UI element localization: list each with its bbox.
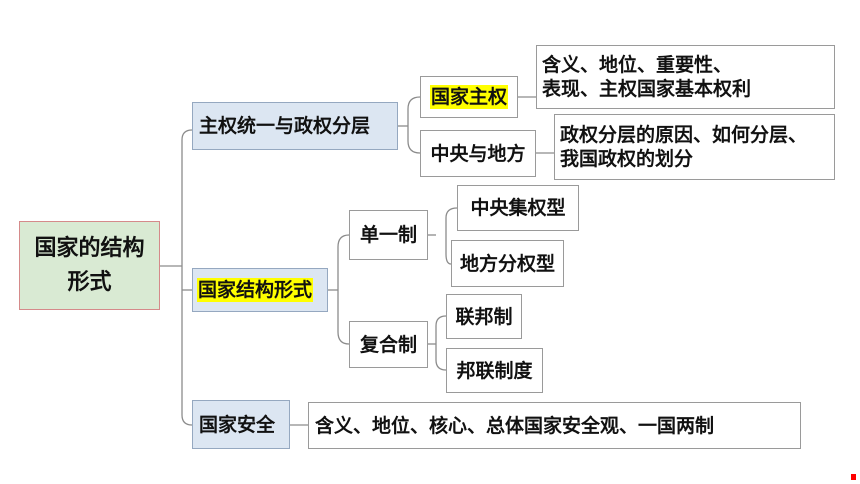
branch-security: 国家安全 [192, 400, 290, 449]
central-local-detail-line1: 政权分层的原因、如何分层、 [560, 124, 808, 146]
node-national-sovereignty: 国家主权 [420, 76, 518, 118]
branch-security-label: 国家安全 [199, 413, 276, 436]
detail-central-local: 政权分层的原因、如何分层、 我国政权的划分 [554, 114, 835, 180]
connector-unitary-children [445, 207, 458, 265]
detail-national-sovereignty: 含义、地位、重要性、 表现、主权国家基本权利 [536, 45, 835, 109]
compound-type-2: 邦联制度 [446, 348, 543, 393]
root-label: 国家的结构形式 [34, 235, 145, 295]
compound-label: 复合制 [359, 333, 417, 356]
root-node: 国家的结构形式 [19, 221, 160, 310]
unitary-type-2: 地方分权型 [451, 240, 564, 287]
security-detail-label: 含义、地位、核心、总体国家安全观、一国两制 [315, 414, 715, 437]
national-sovereignty-detail-line1: 含义、地位、重要性、 [542, 54, 733, 76]
compound-type-2-label: 邦联制度 [456, 359, 533, 382]
national-sovereignty-detail-line2: 表现、主权国家基本权利 [542, 78, 752, 100]
unitary-label: 单一制 [359, 224, 417, 246]
node-central-local: 中央与地方 [420, 130, 536, 177]
branch-sovereignty: 主权统一与政权分层 [192, 102, 398, 150]
node-compound: 复合制 [349, 321, 428, 368]
detail-security: 含义、地位、核心、总体国家安全观、一国两制 [308, 402, 801, 449]
connector-compound-children [435, 315, 447, 371]
node-unitary: 单一制 [349, 210, 428, 260]
branch-structure: 国家结构形式 [192, 268, 328, 312]
corner-marker [851, 474, 856, 480]
national-sovereignty-label: 国家主权 [429, 85, 508, 109]
connector-trunk [181, 129, 193, 426]
compound-type-1-label: 联邦制 [455, 305, 513, 328]
branch-sovereignty-label: 主权统一与政权分层 [199, 115, 371, 137]
unitary-type-1-label: 中央集权型 [470, 197, 566, 219]
connector-structure-children [337, 234, 350, 345]
connector-sovereignty-children [407, 96, 421, 154]
branch-structure-label: 国家结构形式 [197, 278, 314, 302]
unitary-type-2-label: 地方分权型 [459, 252, 555, 275]
unitary-type-1: 中央集权型 [457, 185, 579, 231]
central-local-label: 中央与地方 [430, 142, 526, 165]
central-local-detail-line2: 我国政权的划分 [560, 148, 694, 170]
compound-type-1: 联邦制 [446, 294, 522, 339]
